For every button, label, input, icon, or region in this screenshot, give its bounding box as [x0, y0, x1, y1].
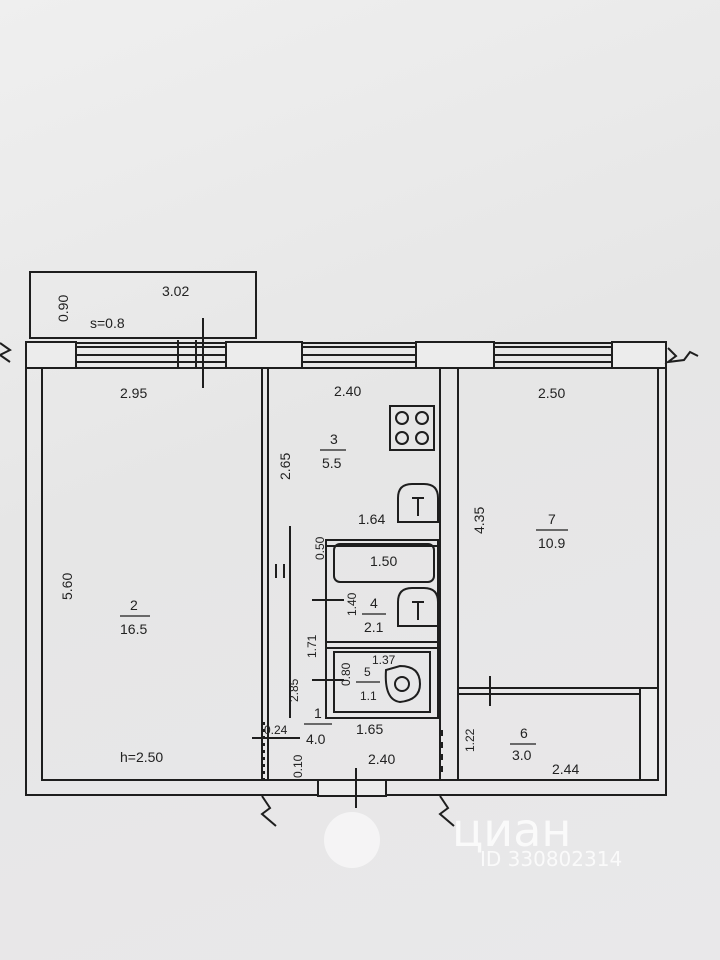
svg-text:5.5: 5.5: [322, 455, 342, 471]
entrance-door: [317, 779, 387, 797]
wall-room3-room7: [439, 367, 459, 781]
break-left: [0, 342, 12, 363]
closet-width: 2.44: [552, 761, 579, 777]
svg-text:2.1: 2.1: [364, 619, 384, 635]
small-b: 0.10: [291, 754, 305, 778]
room-4-label: 4 2.1: [362, 595, 386, 635]
bath-top: 1.64: [358, 511, 385, 527]
room7-length: 4.35: [471, 507, 487, 534]
toilet-icon: [384, 664, 422, 704]
stove-icon: [389, 405, 435, 451]
break-right: [664, 347, 699, 364]
svg-text:1.1: 1.1: [360, 689, 377, 703]
watermark-brand: циан: [452, 803, 571, 857]
window-right: [494, 346, 612, 363]
balcony-width: 3.02: [162, 283, 189, 299]
bathroom-block: [325, 539, 439, 719]
room2-length: 5.60: [59, 573, 75, 600]
window-left: [76, 318, 226, 388]
pier-1: [225, 341, 303, 369]
balcony-area: s=0.8: [90, 315, 125, 331]
window-middle: [302, 346, 416, 363]
balcony-outline: [29, 271, 257, 339]
bath-height: 1.40: [345, 592, 359, 616]
kitchen-sink-icon: [397, 483, 439, 523]
corridor-a: 1.71: [305, 634, 319, 658]
closet-height: 1.22: [463, 728, 477, 752]
bath-offset: 0.50: [313, 536, 327, 560]
pier-3: [611, 341, 667, 369]
room-5-label: 5 1.1: [356, 665, 380, 703]
svg-text:1: 1: [314, 705, 322, 721]
room-2-label: 2 16.5: [120, 597, 150, 637]
room-7-label: 7 10.9: [536, 511, 568, 551]
hall-width: 1.65: [356, 721, 383, 737]
small-a: 0.24: [264, 723, 288, 737]
svg-text:2: 2: [130, 597, 138, 613]
pier-2: [415, 341, 495, 369]
room-6-label: 6 3.0: [510, 725, 536, 763]
cian-watermark: циан ID 330802314: [324, 803, 622, 871]
svg-text:16.5: 16.5: [120, 621, 147, 637]
svg-text:4: 4: [370, 595, 378, 611]
svg-text:3.0: 3.0: [512, 747, 532, 763]
wall-room2-room3: [261, 367, 269, 781]
room-1-label: 1 4.0: [304, 705, 332, 747]
wc-room: [333, 651, 431, 713]
room2-width: 2.95: [120, 385, 147, 401]
ceiling-height: h=2.50: [120, 749, 163, 765]
room3-length: 2.65: [277, 453, 293, 480]
corridor-b: 2.85: [287, 678, 301, 702]
hall-length: 2.40: [368, 751, 395, 767]
room-3-label: 3 5.5: [320, 431, 346, 471]
svg-text:3: 3: [330, 431, 338, 447]
outer-wall: [25, 342, 667, 796]
room7-width: 2.50: [538, 385, 565, 401]
cian-logo-icon: [324, 812, 380, 868]
svg-text:4.0: 4.0: [306, 731, 326, 747]
pier-0: [25, 341, 77, 369]
svg-text:7: 7: [548, 511, 556, 527]
svg-text:10.9: 10.9: [538, 535, 565, 551]
room3-width: 2.40: [334, 383, 361, 399]
watermark-id: ID 330802314: [480, 847, 622, 871]
bath-sink-icon: [397, 587, 439, 627]
wc-height: 0.80: [339, 662, 353, 686]
wc-width: 1.37: [372, 653, 396, 667]
balcony-depth: 0.90: [55, 295, 71, 322]
bathtub: [333, 543, 435, 583]
svg-text:5: 5: [364, 665, 371, 679]
bathtub-size: 1.50: [370, 553, 397, 569]
svg-text:6: 6: [520, 725, 528, 741]
